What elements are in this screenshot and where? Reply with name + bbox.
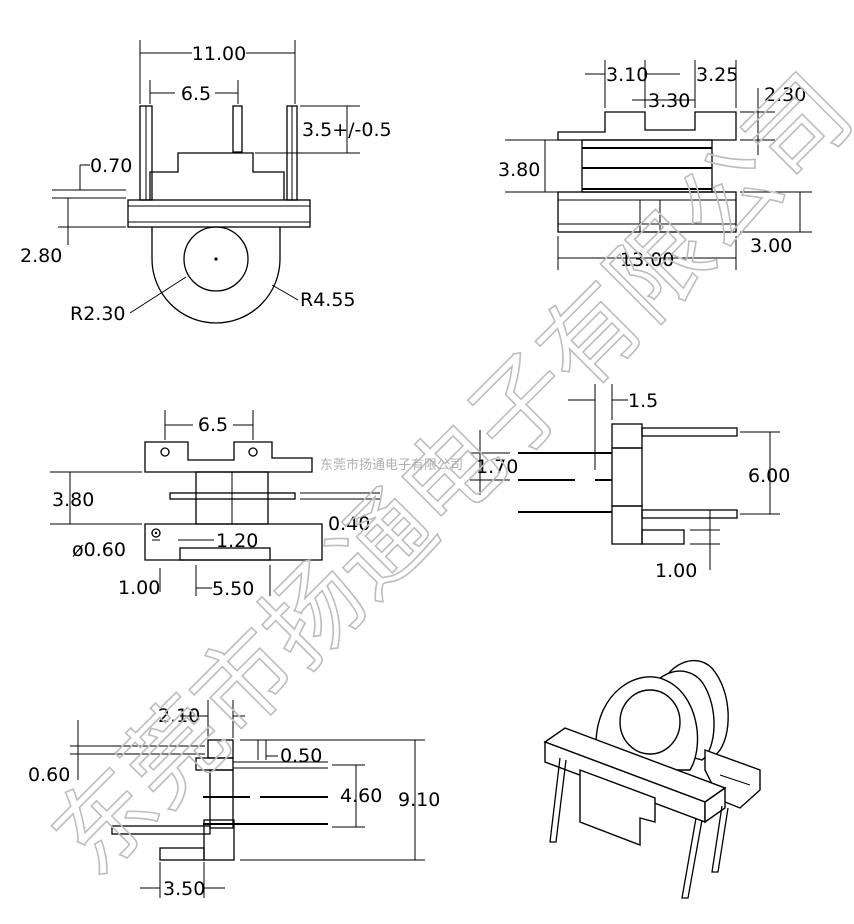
- dim-top-height: 3.80: [52, 489, 94, 511]
- dim-base-height: 2.80: [20, 245, 62, 267]
- dim-bottom-flange: 0.50: [280, 745, 322, 767]
- dim-bottom-edge: 0.60: [28, 764, 70, 786]
- isometric-view: [543, 659, 761, 899]
- watermark-small-text: 东莞市扬通电子有限公司: [320, 457, 463, 473]
- dim-foot: 1.00: [655, 560, 697, 582]
- dim-length: 13.00: [620, 249, 674, 271]
- dim-height: 3.80: [498, 159, 540, 181]
- dim-slot: 0.40: [328, 513, 370, 535]
- dim-width: 11.00: [192, 43, 246, 65]
- bottom-view: 2.10 0.60 0.50 4.60 9.10 3.50: [28, 700, 440, 900]
- dim-c: 3.30: [648, 90, 690, 112]
- dim-pin-pitch: 6.5: [181, 83, 211, 105]
- dim-pin-length: 3.5+/-0.5: [302, 119, 392, 141]
- dim-b: 3.25: [696, 64, 738, 86]
- dim-hole-offset: 1.20: [216, 530, 258, 552]
- dim-total-height: 6.00: [748, 465, 790, 487]
- dim-inner-radius: R2.30: [70, 303, 126, 325]
- dim-outer-radius: R4.55: [300, 289, 356, 311]
- front-view: 11.00 6.5 3.5+/-0.5 0.70 2.80 R2.30 R4.5…: [20, 40, 392, 325]
- dim-flange: 1.70: [476, 456, 518, 478]
- top-view: 6.5 3.80 ø0.60 1.20 0.40 1.00 5.50: [50, 410, 380, 600]
- end-view: 1.5 1.70 6.00 1.00: [470, 384, 790, 582]
- dim-bottom-total: 9.10: [398, 789, 440, 811]
- dim-d: 2.30: [764, 84, 806, 106]
- dim-a: 3.10: [606, 64, 648, 86]
- dim-base: 3.00: [750, 235, 792, 257]
- dim-pin-thickness: 0.70: [90, 155, 132, 177]
- dim-pitch: 6.5: [198, 414, 228, 436]
- dim-edge: 1.00: [118, 577, 160, 599]
- side-view: 3.10 3.25 3.30 2.30 3.80 13.00 3.00: [498, 60, 812, 271]
- dim-bottom-inner: 4.60: [340, 785, 382, 807]
- dim-bottom-offset: 2.10: [158, 705, 200, 727]
- dim-bottom-foot: 3.50: [163, 878, 205, 900]
- dim-hole: ø0.60: [72, 539, 126, 561]
- dim-offset: 1.5: [628, 390, 658, 412]
- dim-span: 5.50: [212, 578, 254, 600]
